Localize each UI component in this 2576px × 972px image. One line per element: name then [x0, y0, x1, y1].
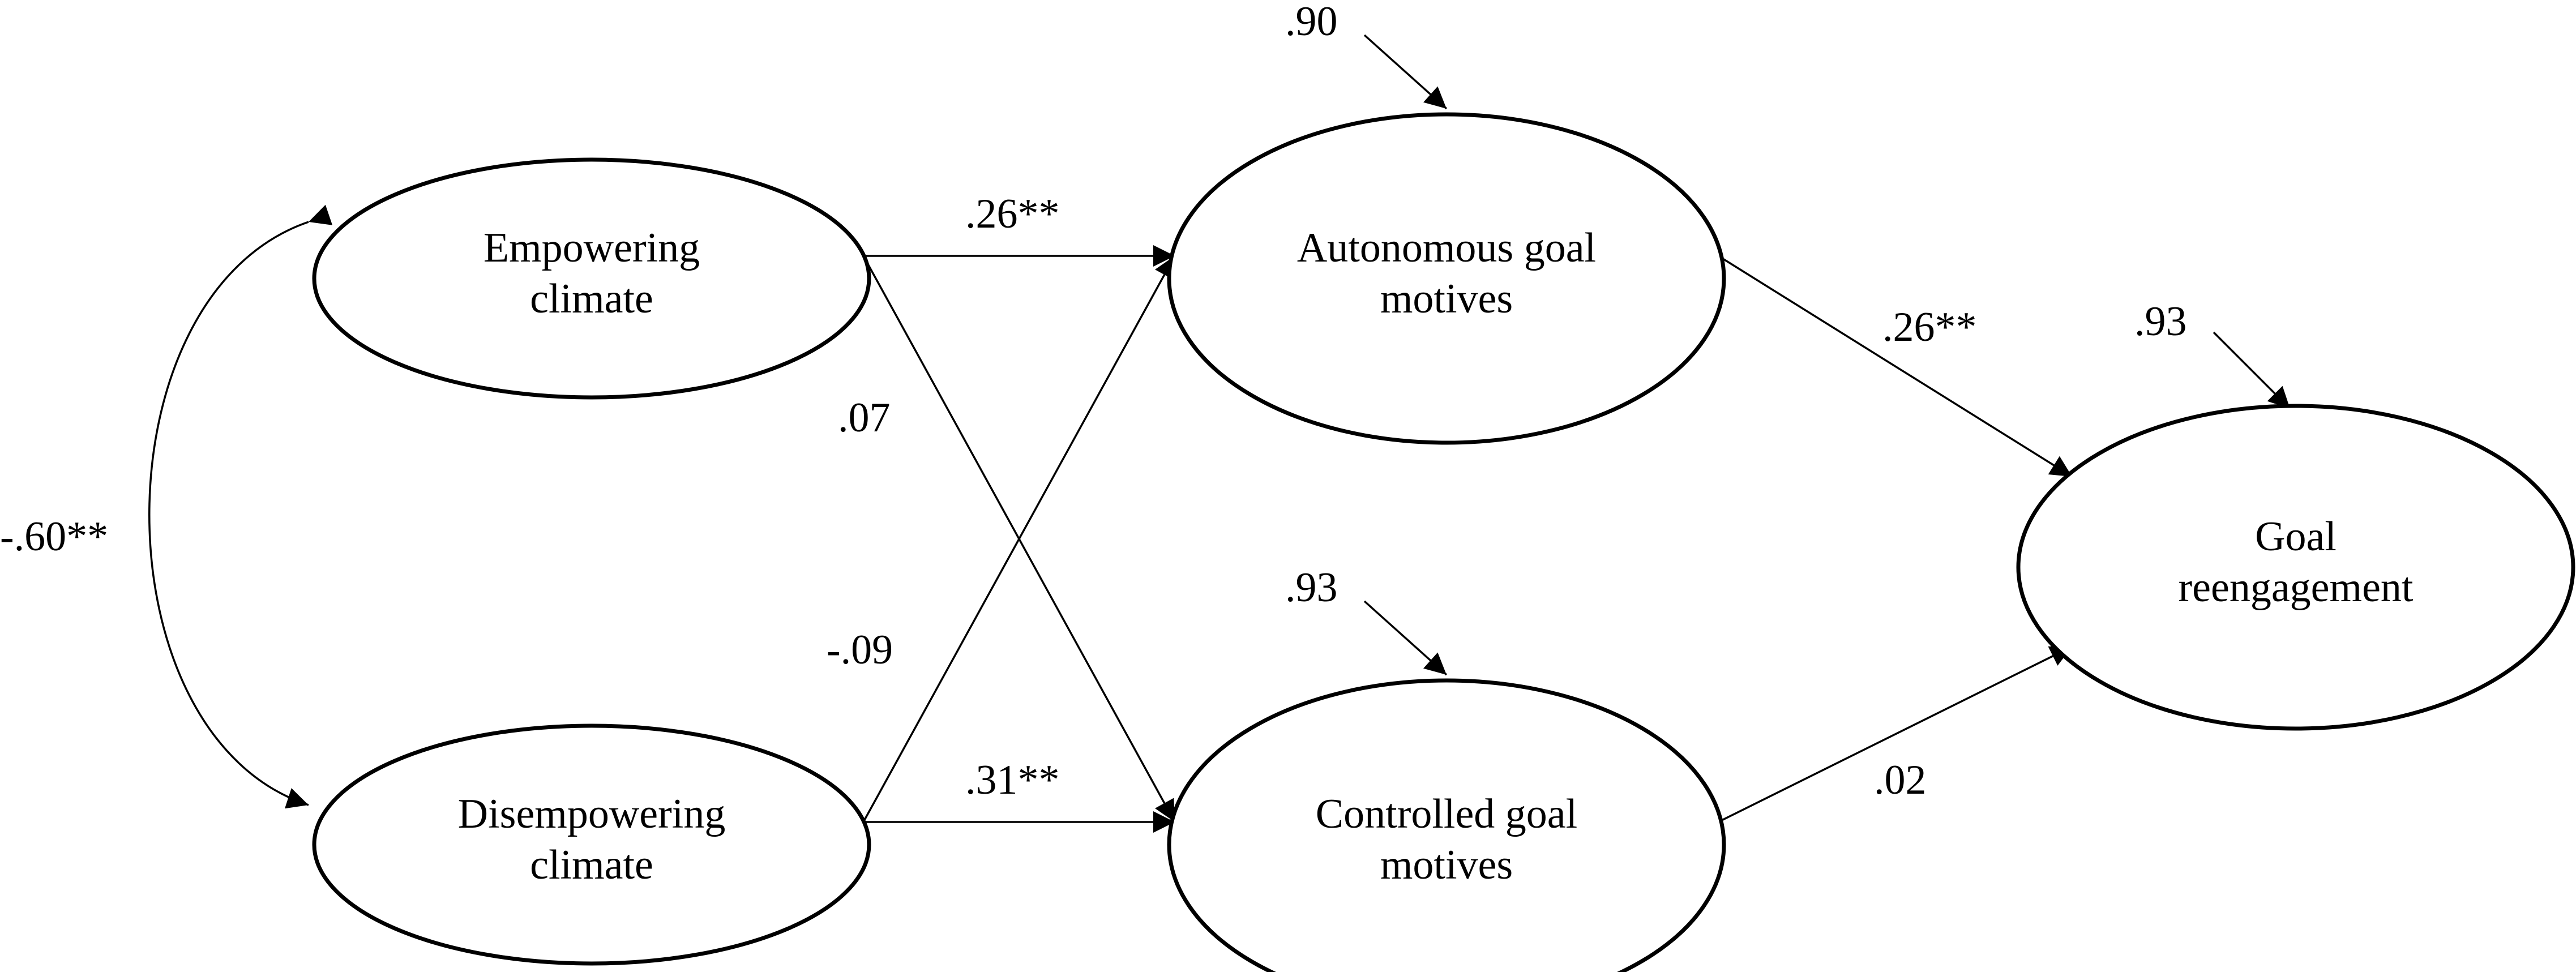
node-controlled-line2: motives — [1380, 842, 1513, 888]
node-empowering-climate: Empowering climate — [312, 157, 871, 400]
node-disempowering-climate: Disempowering climate — [312, 723, 871, 966]
node-autonomous-line1: Autonomous goal — [1297, 225, 1596, 271]
coef-disempowering-to-controlled: .31** — [965, 757, 1060, 803]
node-autonomous-line2: motives — [1380, 276, 1513, 322]
node-empowering-line1: Empowering — [483, 225, 700, 271]
coef-empowering-to-autonomous: .26** — [965, 191, 1060, 237]
coef-empowering-to-controlled: .07 — [838, 395, 891, 441]
node-goal-reengagement: Goal reengagement — [2016, 404, 2575, 731]
path-controlled-to-reengagement — [1718, 645, 2073, 823]
node-disempowering-line2: climate — [530, 842, 653, 888]
node-disempowering-line1: Disempowering — [458, 791, 726, 837]
path-autonomous-to-reengagement — [1718, 255, 2073, 478]
coef-autonomous-to-reengagement: .26** — [1882, 304, 1977, 350]
coef-correlation: -.60** — [0, 513, 108, 560]
coef-controlled-to-reengagement: .02 — [1874, 757, 1927, 803]
residual-arrow-autonomous — [1363, 34, 1448, 110]
residual-reengagement: .93 — [2134, 298, 2187, 345]
coef-disempowering-to-autonomous: -.09 — [827, 627, 893, 673]
residual-arrow-reengagement — [2213, 331, 2291, 410]
node-empowering-line2: climate — [530, 276, 653, 322]
node-controlled-line1: Controlled goal — [1316, 791, 1577, 837]
node-reengagement-line1: Goal — [2255, 513, 2337, 560]
node-autonomous-goal-motives: Autonomous goal motives — [1167, 112, 1726, 445]
node-reengagement-line2: reengagement — [2179, 564, 2414, 611]
node-controlled-goal-motives: Controlled goal motives — [1167, 678, 1726, 972]
residual-arrow-controlled — [1363, 600, 1448, 676]
correlation-arrow — [148, 204, 333, 809]
path-disempowering-to-autonomous — [862, 255, 1176, 823]
residual-autonomous: .90 — [1285, 0, 1338, 45]
residual-controlled: .93 — [1285, 564, 1338, 611]
